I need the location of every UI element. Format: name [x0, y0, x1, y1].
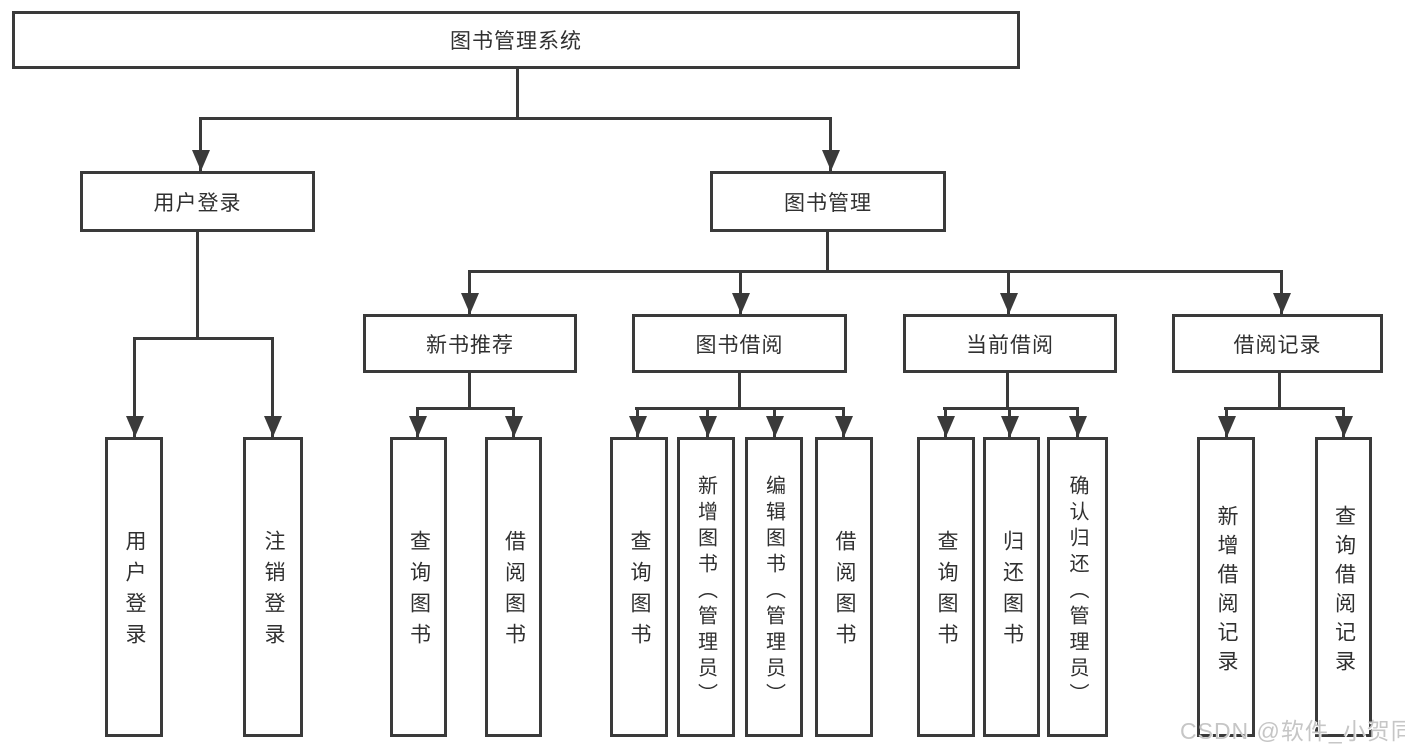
node-label: 借阅图书 — [502, 530, 526, 654]
node-leaf-borrow-books-2: 借阅图书 — [815, 437, 873, 737]
connector-arrow-down — [842, 407, 845, 437]
node-new-book-recommend: 新书推荐 — [363, 314, 577, 373]
connector-line — [416, 407, 515, 410]
connector-arrow-down — [468, 270, 471, 314]
node-label: 当前借阅 — [966, 333, 1054, 357]
node-label: 确认归还（管理员） — [1066, 475, 1088, 709]
node-leaf-query-books-1: 查询图书 — [390, 437, 447, 737]
node-leaf-query-borrow-record: 查询借阅记录 — [1315, 437, 1372, 737]
node-label: 查询图书 — [628, 530, 651, 654]
node-label: 编辑图书（管理员） — [762, 475, 785, 709]
node-leaf-add-book-admin: 新增图书（管理员） — [677, 437, 735, 737]
connector-arrow-down — [636, 407, 639, 437]
connector-arrow-down — [1280, 270, 1283, 314]
node-leaf-confirm-return-admin: 确认归还（管理员） — [1047, 437, 1108, 737]
node-leaf-return-book: 归还图书 — [983, 437, 1040, 737]
node-current-borrow: 当前借阅 — [903, 314, 1117, 373]
connector-arrow-down — [1342, 407, 1345, 437]
connector-arrow-down — [773, 407, 776, 437]
node-label: 新增借阅记录 — [1215, 505, 1238, 679]
connector-arrow-down — [199, 117, 202, 171]
node-leaf-query-books-3: 查询图书 — [917, 437, 975, 737]
connector-line — [943, 407, 1079, 410]
connector-line — [826, 229, 829, 272]
node-label: 用户登录 — [123, 530, 146, 654]
connector-line — [133, 337, 274, 340]
watermark: CSDN @软件_小贺同学 — [1180, 718, 1405, 744]
node-library-management-system: 图书管理系统 — [12, 11, 1020, 69]
connector-arrow-down — [133, 337, 136, 437]
node-leaf-user-login: 用户登录 — [105, 437, 163, 737]
node-label: 图书借阅 — [695, 333, 784, 357]
node-leaf-logout: 注销登录 — [243, 437, 303, 737]
connector-arrow-down — [944, 407, 947, 437]
connector-line — [468, 370, 471, 409]
connector-line — [1278, 370, 1281, 409]
node-label: 借阅记录 — [1233, 333, 1322, 357]
node-leaf-query-books-2: 查询图书 — [610, 437, 668, 737]
node-book-borrow: 图书借阅 — [632, 314, 847, 373]
connector-line — [199, 117, 832, 120]
connector-line — [635, 407, 845, 410]
node-label: 新增图书（管理员） — [694, 475, 717, 709]
connector-arrow-down — [512, 407, 515, 437]
connector-line — [468, 270, 1282, 273]
node-leaf-borrow-books-1: 借阅图书 — [485, 437, 542, 737]
connector-arrow-down — [1008, 407, 1011, 437]
node-label: 用户登录 — [153, 191, 242, 215]
node-label: 归还图书 — [1000, 530, 1024, 654]
connector-arrow-down — [706, 407, 709, 437]
node-label: 借阅图书 — [833, 530, 856, 654]
node-label: 查询借阅记录 — [1332, 505, 1356, 679]
connector-line — [738, 370, 741, 409]
node-book-management: 图书管理 — [710, 171, 946, 232]
connector-arrow-down — [1007, 270, 1010, 314]
connector-arrow-down — [739, 270, 742, 314]
node-label: 查询图书 — [935, 530, 958, 654]
node-label: 图书管理系统 — [450, 30, 582, 53]
connector-arrow-down — [416, 407, 419, 437]
node-borrow-records: 借阅记录 — [1172, 314, 1383, 373]
connector-line — [196, 229, 199, 339]
node-label: 注销登录 — [262, 530, 285, 654]
node-label: 查询图书 — [407, 530, 431, 654]
connector-arrow-down — [1225, 407, 1228, 437]
connector-arrow-down — [271, 337, 274, 437]
connector-line — [1006, 370, 1009, 409]
connector-line — [516, 66, 519, 119]
connector-arrow-down — [1076, 407, 1079, 437]
node-leaf-edit-book-admin: 编辑图书（管理员） — [745, 437, 803, 737]
connector-line — [1224, 407, 1345, 410]
node-leaf-add-borrow-record: 新增借阅记录 — [1197, 437, 1255, 737]
connector-arrow-down — [829, 117, 832, 171]
node-label: 新书推荐 — [426, 333, 514, 357]
node-label: 图书管理 — [784, 191, 872, 215]
node-user-login: 用户登录 — [80, 171, 315, 232]
